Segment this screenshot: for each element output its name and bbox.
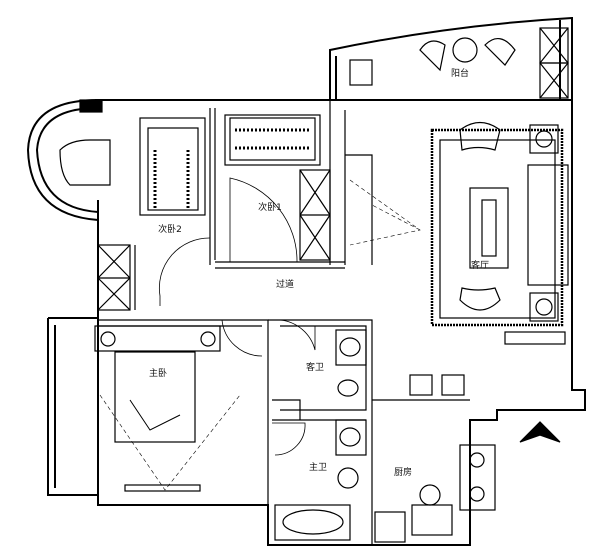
opening-lines xyxy=(99,179,421,491)
bedroom-furniture xyxy=(59,99,331,492)
outer-walls xyxy=(26,16,586,546)
room-label-kitchen: 厨房 xyxy=(393,468,413,478)
room-label-master-bath: 主卫 xyxy=(308,463,328,473)
balcony-furniture xyxy=(349,27,569,99)
room-label-guest-bath: 客卫 xyxy=(305,363,325,373)
fixtures xyxy=(274,329,496,543)
room-label-corridor: 过道 xyxy=(275,280,295,290)
room-label-living: 客厅 xyxy=(470,261,490,271)
north-arrow-icon xyxy=(519,421,561,443)
room-label-bedroom2: 次卧2 xyxy=(158,225,182,235)
doors xyxy=(159,177,316,456)
room-label-balcony: 阳台 xyxy=(450,69,470,79)
room-label-master: 主卧 xyxy=(148,369,168,379)
room-label-bedroom1: 次卧1 xyxy=(258,203,282,213)
living-furniture xyxy=(430,121,569,345)
